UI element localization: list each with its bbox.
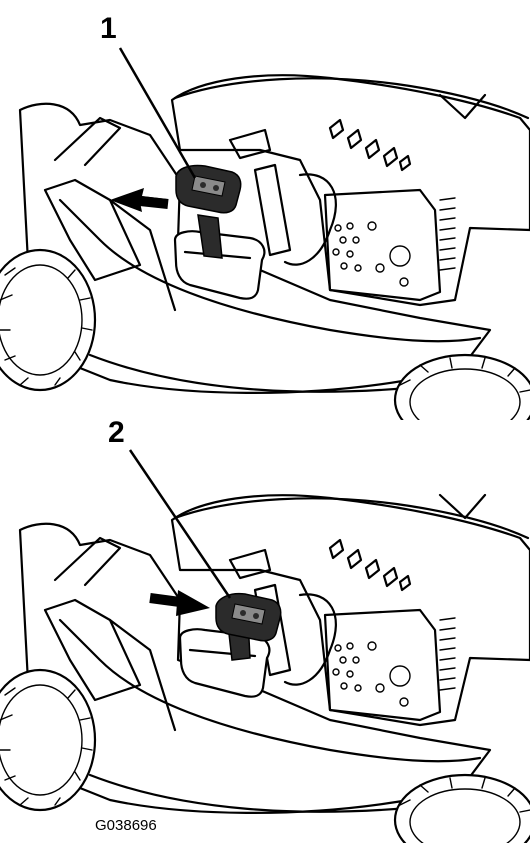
engine-vents (328, 118, 412, 172)
deck-rib (108, 618, 177, 732)
engine-cooling-fins (439, 617, 456, 691)
front-left-wheel (0, 248, 97, 392)
lever-engaged (215, 592, 282, 661)
engine-vents (328, 538, 412, 592)
diagram-panel-lever-engaged: 2 G038696 (0, 420, 530, 843)
figure-id: G038696 (95, 817, 157, 834)
lever-released (175, 164, 242, 259)
engine-cylinder-base (283, 173, 337, 266)
rear-right-wheel (393, 773, 530, 843)
rear-right-wheel (393, 353, 530, 420)
throttle-link (228, 128, 272, 160)
deck-front-lip (53, 536, 122, 587)
deck-molding (43, 598, 142, 702)
deck-lower-edge (88, 353, 442, 393)
callout-2: 2 (108, 420, 125, 449)
engine-side-panel (323, 188, 442, 302)
mower-illustration-top: 1 (0, 12, 530, 420)
filter-cover-v (438, 493, 487, 520)
callout-2-leader (128, 449, 232, 599)
lever-housing (173, 230, 266, 300)
deck-skirt (58, 618, 482, 763)
front-left-wheel (0, 668, 97, 812)
engine-top-edge (173, 77, 530, 120)
deck-skirt (58, 198, 482, 343)
mower-illustration-bottom: 2 G038696 (0, 420, 530, 843)
diagram-panel-lever-released: 1 (0, 0, 530, 420)
deck-front-lip (53, 116, 122, 167)
deck-lower-edge (88, 773, 442, 813)
engine-vent-holes (332, 641, 411, 707)
arrow-push-right (149, 590, 210, 616)
engine-vent-holes (332, 221, 411, 287)
engine-side-panel (323, 608, 442, 722)
callout-1: 1 (100, 12, 117, 45)
engine-top-edge (173, 497, 530, 540)
filter-cover-v (438, 93, 487, 120)
deck-rib (108, 198, 177, 312)
engine-cooling-fins (439, 197, 456, 271)
arrow-pull-left (110, 188, 169, 212)
engine-shroud (170, 494, 530, 727)
engine-shroud (170, 74, 530, 307)
engine-cylinder (253, 163, 292, 257)
engine-cylinder-base (283, 593, 337, 686)
callout-1-leader (118, 47, 197, 179)
deck-molding (43, 178, 142, 282)
throttle-link (228, 548, 272, 580)
